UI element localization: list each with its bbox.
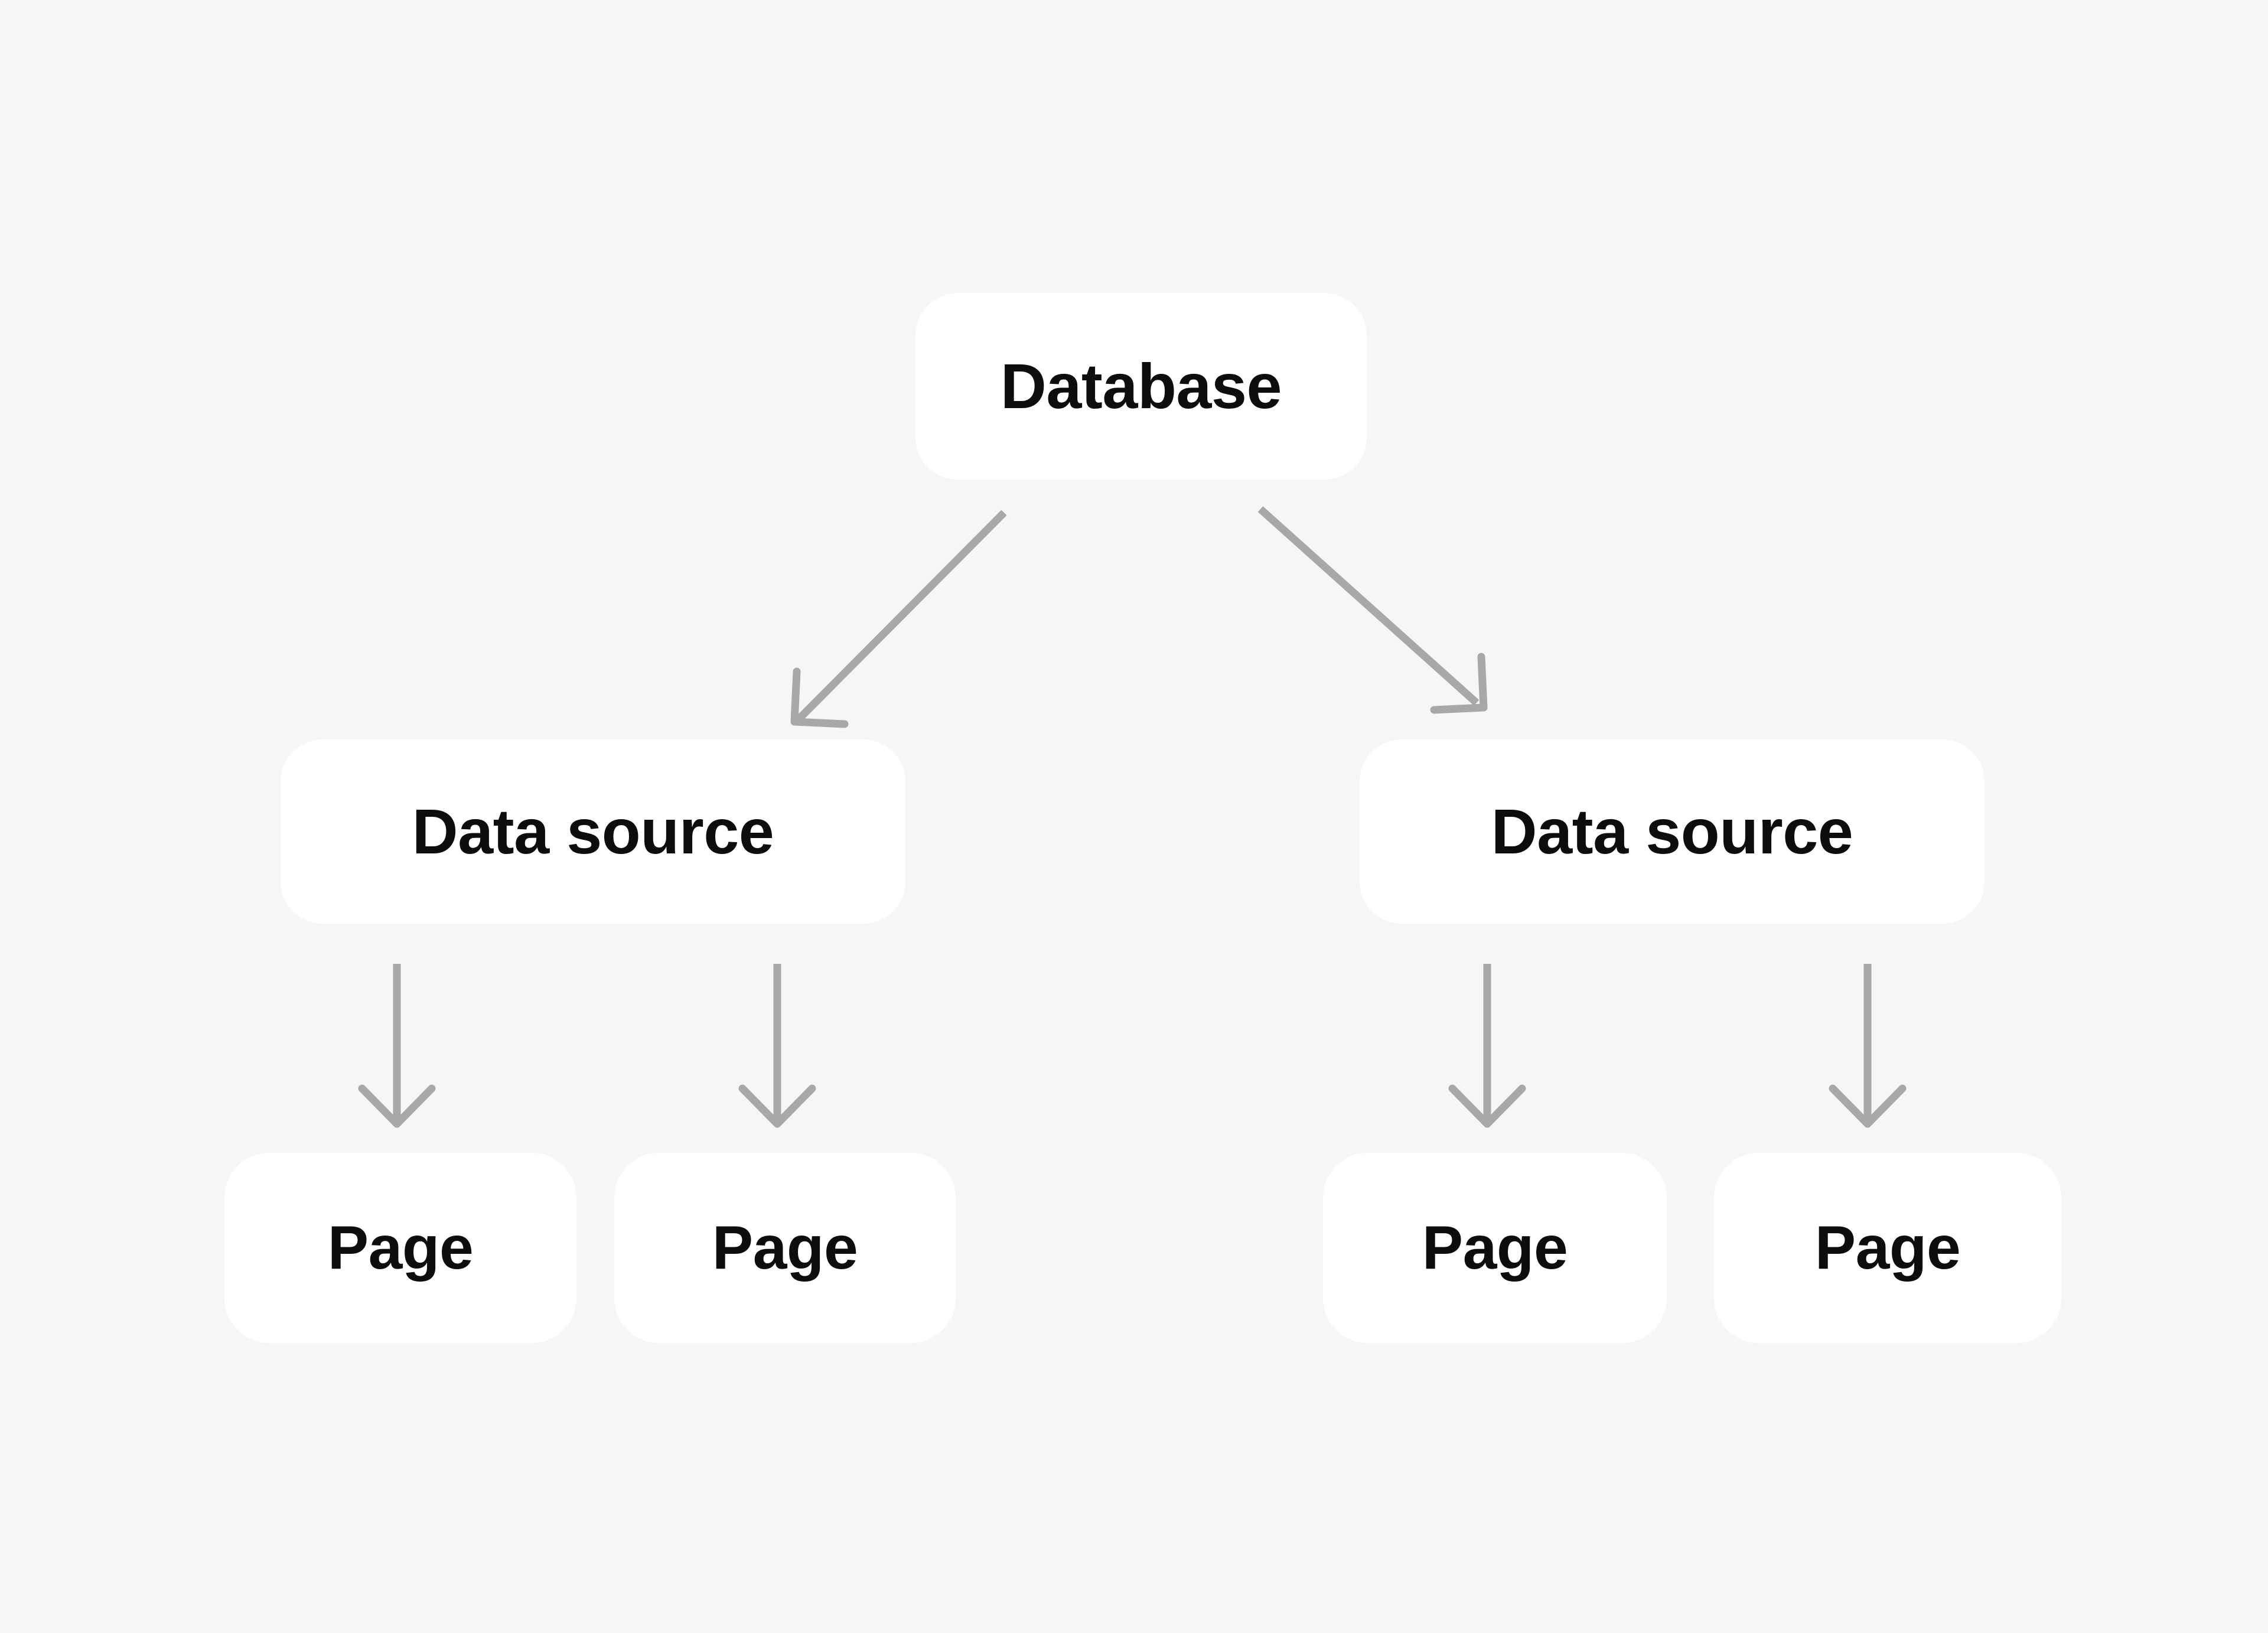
node-page-2[interactable]: Page [614, 1153, 956, 1343]
node-data-source-right[interactable]: Data source [1360, 739, 1984, 924]
arrow-data-source-right-to-page-3 [1448, 964, 1526, 1128]
arrow-data-source-left-to-page-1 [358, 964, 436, 1128]
node-page-1[interactable]: Page [224, 1153, 576, 1343]
arrow-database-to-data-source-right [1257, 506, 1488, 714]
node-database[interactable]: Database [915, 293, 1367, 480]
node-page-4[interactable]: Page [1714, 1153, 2061, 1343]
arrow-database-to-data-source-left [790, 510, 1007, 728]
arrow-data-source-right-to-page-4 [1829, 964, 1907, 1128]
arrow-data-source-left-to-page-2 [738, 964, 816, 1128]
node-page-3[interactable]: Page [1323, 1153, 1667, 1343]
node-data-source-left[interactable]: Data source [281, 739, 905, 924]
